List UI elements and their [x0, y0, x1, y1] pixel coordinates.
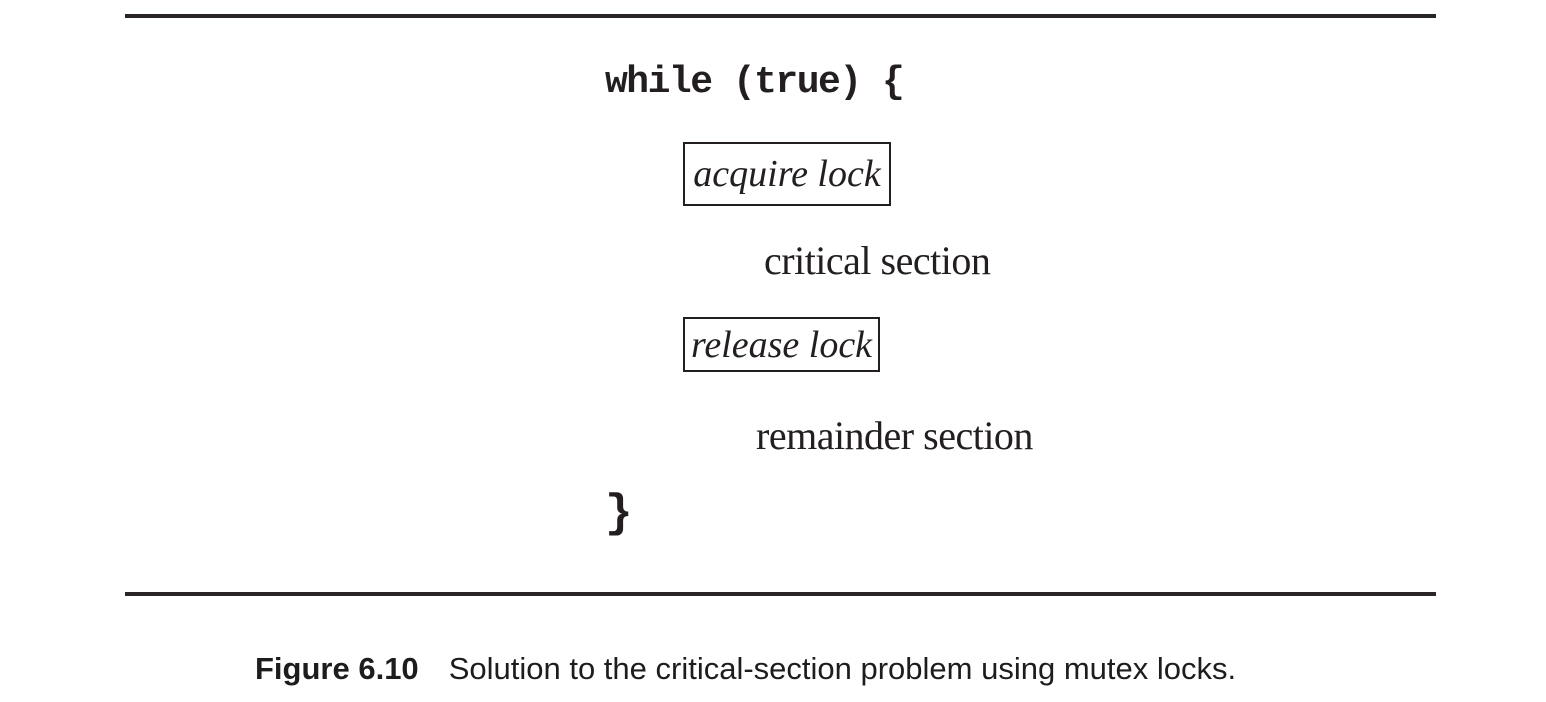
release-lock-label: release lock — [690, 323, 873, 366]
figure-caption-text: Solution to the critical-section problem… — [448, 651, 1237, 686]
acquire-lock-label: acquire lock — [693, 153, 881, 195]
remainder-section-label: remainder section — [756, 413, 1033, 458]
release-lock-box: release lock — [683, 317, 880, 372]
figure-caption: Figure 6.10 Solution to the critical-sect… — [255, 650, 1236, 688]
figure-caption-number: Figure 6.10 — [255, 651, 419, 686]
while-loop-open: while (true) { — [605, 61, 905, 104]
while-loop-close: } — [605, 488, 633, 540]
critical-section-label: critical section — [764, 238, 991, 283]
top-rule — [125, 14, 1436, 18]
acquire-lock-box: acquire lock — [683, 142, 891, 206]
bottom-rule — [125, 592, 1436, 596]
